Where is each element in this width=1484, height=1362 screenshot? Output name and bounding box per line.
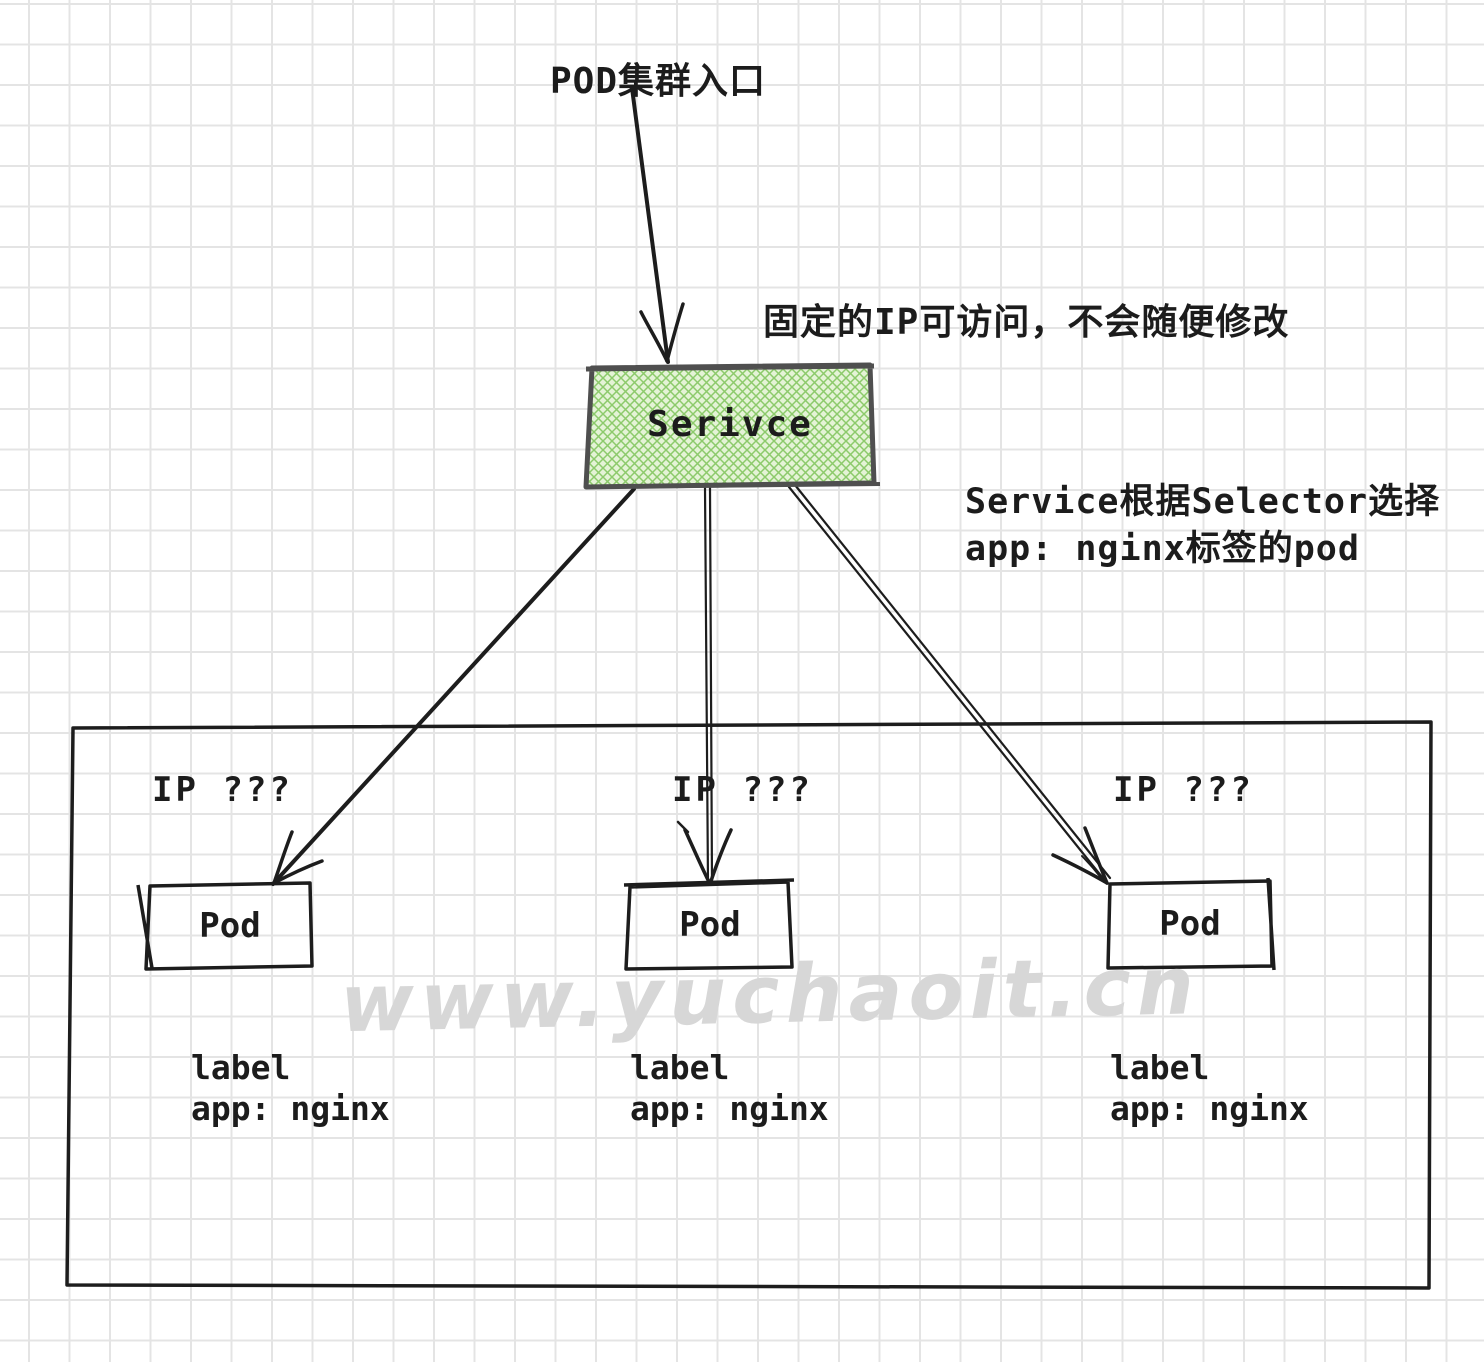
watermark: www.yuchaoit.cn (339, 939, 1201, 1051)
pod-2-box (623, 878, 795, 971)
pod-3-box (1106, 877, 1276, 971)
service-to-pod-2-arrow (676, 486, 733, 886)
service-to-pod-3-arrow (787, 483, 1112, 885)
entry-arrow (630, 86, 685, 364)
service-box (583, 362, 881, 490)
pod-1-box (136, 881, 314, 971)
service-to-pod-1-arrow (271, 487, 636, 886)
